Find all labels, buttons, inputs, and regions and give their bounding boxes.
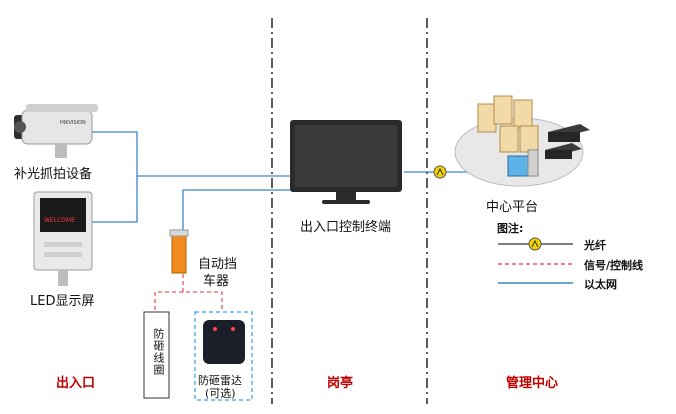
zone-label-management: 管理中心 <box>506 376 559 391</box>
legend-ethernet-label: 以太网 <box>584 278 617 291</box>
legend-title: 图注: <box>497 222 524 235</box>
led-screen-text: WELCOME <box>44 217 75 224</box>
ethernet-connections <box>90 131 470 232</box>
barrier-label-line1: 自动挡 <box>198 257 238 272</box>
barrier-label-line2: 车器 <box>203 274 230 289</box>
central-platform-label: 中心平台 <box>486 200 539 215</box>
led-display-label: LED显示屏 <box>30 294 95 309</box>
control-terminal-monitor-icon <box>290 120 402 204</box>
radar-label-line1: 防砸雷达 <box>198 374 242 387</box>
anti-crash-loop-box <box>143 311 170 399</box>
camera-brand-text: HIKVISION <box>60 120 86 126</box>
anti-crash-radar-icon <box>194 311 253 401</box>
led-display-icon: WELCOME <box>33 191 93 286</box>
zone-label-entrance: 出入口 <box>56 376 96 391</box>
central-platform-icon <box>454 95 590 187</box>
legend-signal-label: 信号/控制线 <box>584 259 644 272</box>
fiber-joint-icon <box>433 165 447 179</box>
signal-control-lines <box>154 274 223 310</box>
anti-crash-loop-label: 防砸线圈 <box>152 328 165 376</box>
capture-camera-icon: HIKVISION <box>14 104 98 158</box>
terminal-label: 出入口控制终端 <box>300 220 392 235</box>
auto-barrier-icon <box>169 229 189 274</box>
legend-fiber-sample <box>498 237 573 251</box>
zone-label-booth: 岗亭 <box>327 376 354 391</box>
radar-label-line2: (可选) <box>205 387 236 400</box>
camera-label: 补光抓拍设备 <box>14 167 93 182</box>
legend-fiber-label: 光纤 <box>584 239 606 252</box>
